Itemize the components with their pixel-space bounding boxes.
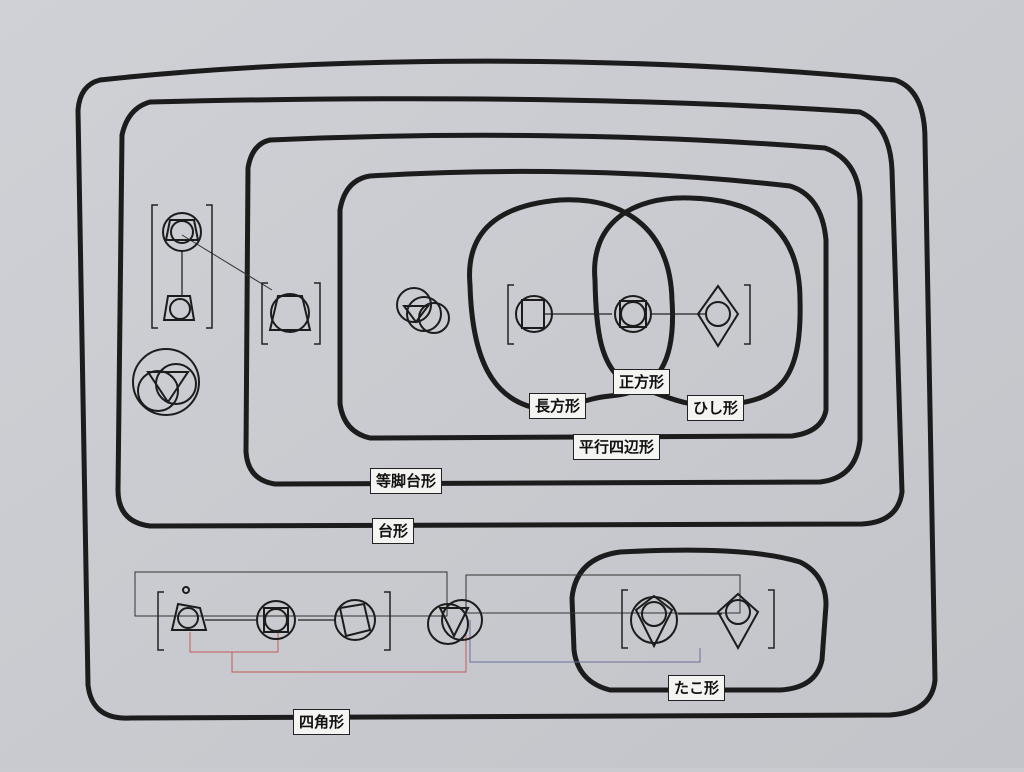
region-parallelogram-boundary <box>337 168 829 441</box>
label-kite: たこ形 <box>668 675 726 701</box>
bracket-right-isosceles <box>314 282 321 345</box>
bracket-left-quad-group <box>157 591 164 651</box>
bracket-right-top-group <box>206 204 213 329</box>
label-trapezoid: 台形 <box>372 518 415 544</box>
icon-kite-circle <box>630 594 678 649</box>
frame-kite-group <box>465 574 741 614</box>
bracket-right-rect-group <box>744 284 751 345</box>
icon-overlapping-circles-parallelogram <box>396 287 450 334</box>
icon-rhombus-with-circle <box>696 284 740 348</box>
region-rectangle-boundary <box>467 197 676 413</box>
label-rectangle: 長方形 <box>529 393 587 419</box>
icon-overlapping-circles-left <box>132 348 200 416</box>
bracket-right-kite-group <box>768 589 775 649</box>
red-link <box>189 632 279 653</box>
icon-rectangle-in-circle <box>515 295 553 333</box>
icon-kite-shape <box>716 592 760 651</box>
bracket-left-top-group <box>151 204 158 329</box>
label-isosceles-trapezoid: 等脚台形 <box>370 468 443 494</box>
icon-inscribed-quad <box>256 600 296 640</box>
blue-link <box>469 620 701 663</box>
region-trapezoid-boundary <box>115 96 905 529</box>
bracket-left-kite-group <box>621 589 628 649</box>
frame-quadrilateral-group <box>134 571 448 617</box>
label-quadrilateral: 四角形 <box>293 709 351 735</box>
region-kite-boundary <box>569 547 829 693</box>
bracket-left-rect-group <box>507 284 514 345</box>
label-square: 正方形 <box>613 369 671 395</box>
red-link-long <box>231 630 467 673</box>
label-parallelogram: 平行四辺形 <box>573 434 661 460</box>
icon-trapezoid-with-circle <box>162 295 196 321</box>
icon-square-in-circle <box>614 295 652 333</box>
icon-irregular-quad-with-circle <box>170 586 208 631</box>
bracket-right-quad-group <box>384 591 391 651</box>
icon-overlapping-circles-bottom <box>427 599 483 645</box>
region-quadrilateral-boundary <box>75 58 938 721</box>
bracket-left-isosceles <box>261 282 268 345</box>
icon-isosceles-trapezoid <box>268 293 312 333</box>
icon-circle-with-hexagon <box>162 212 202 252</box>
icon-tilted-quad <box>334 599 376 641</box>
label-rhombus: ひし形 <box>687 395 745 421</box>
region-isosceles-trapezoid-boundary <box>243 132 863 487</box>
